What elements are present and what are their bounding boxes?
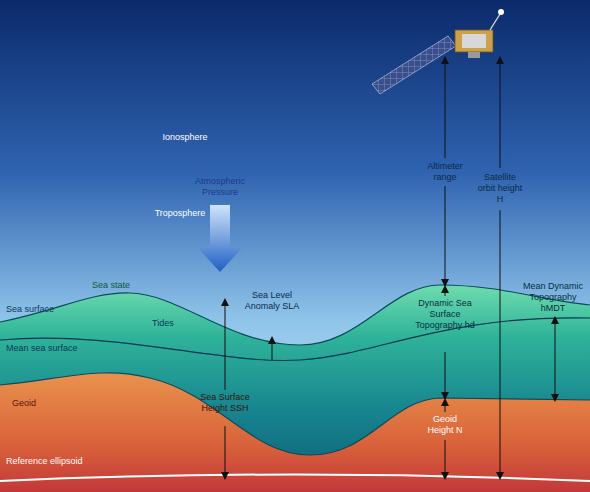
measure-label: Mean Dynamic Topography hMDT bbox=[519, 281, 587, 314]
surface-label: Sea surface bbox=[6, 304, 76, 315]
ellipsoid-line bbox=[0, 475, 590, 482]
measure-lines bbox=[170, 60, 555, 476]
surface-label: Tides bbox=[152, 318, 192, 329]
earth bbox=[0, 373, 590, 492]
layer-name: Troposphere bbox=[135, 208, 225, 219]
surface-label: Mean sea surface bbox=[6, 343, 96, 354]
geoid-line bbox=[0, 373, 590, 455]
measure-label: Sea Surface Height SSH bbox=[195, 392, 255, 414]
measure-label: Altimeter range bbox=[420, 161, 470, 183]
measure-label: Satellite orbit height H bbox=[474, 172, 526, 205]
surface-label: Sea state bbox=[92, 280, 152, 291]
satellite bbox=[372, 9, 504, 94]
layer-name: Ionosphere bbox=[140, 132, 230, 143]
measure-label: Dynamic Sea Surface Topography hd bbox=[414, 298, 476, 331]
measure-label: Geoid Height N bbox=[420, 414, 470, 436]
measure-label: Sea Level Anomaly SLA bbox=[244, 290, 300, 312]
sea-surface-line bbox=[0, 285, 590, 345]
mean-sea-surface-line bbox=[0, 318, 590, 361]
pressure-label: Atmospheric Pressure bbox=[185, 176, 255, 198]
surface-label: Geoid bbox=[12, 398, 62, 409]
surface-label: Reference ellipsoid bbox=[6, 456, 116, 467]
ocean bbox=[0, 285, 590, 492]
